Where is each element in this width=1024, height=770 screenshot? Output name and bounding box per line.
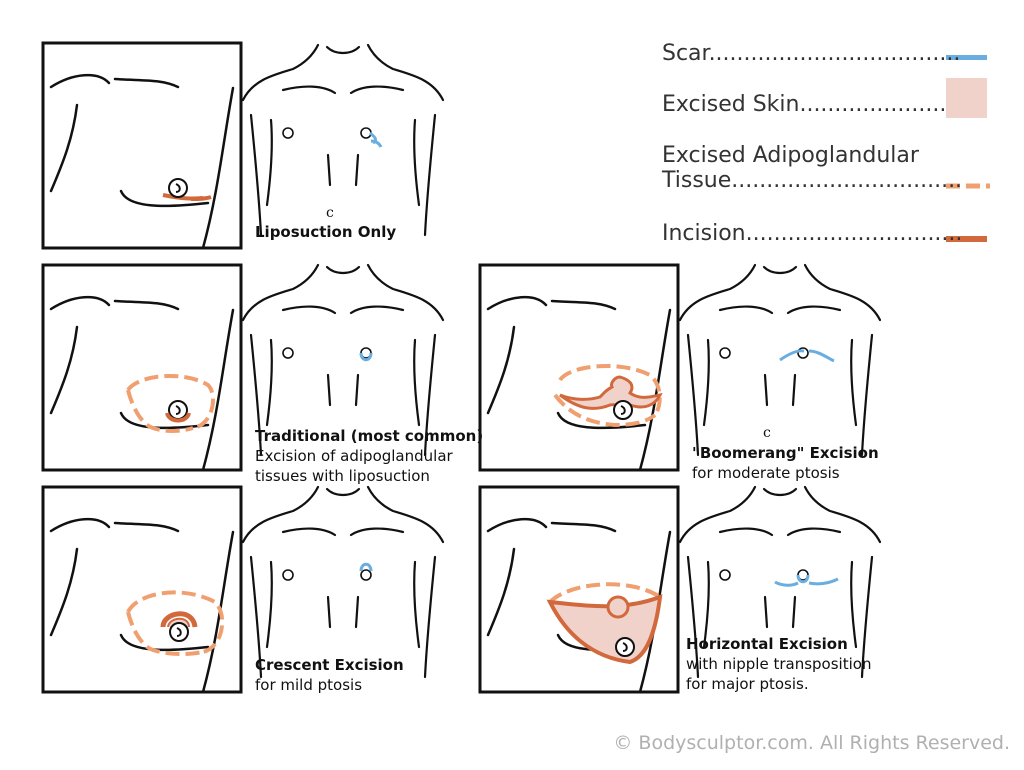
caption-boomerang-title: "Boomerang" Excision (692, 444, 879, 462)
liposuction-torso: c (241, 43, 445, 237)
caption-crescent-title: Crescent Excision (255, 656, 404, 674)
caption-traditional-desc1: Excision of adipoglandular (255, 447, 453, 465)
caption-crescent: Crescent Excision for mild ptosis (255, 655, 404, 695)
horizontal-torso (678, 485, 882, 679)
svg-text:c: c (763, 425, 771, 441)
caption-boomerang-desc1: for moderate ptosis (692, 464, 840, 482)
legend-incision-label: Incision............................... (662, 221, 963, 246)
boomerang-torso: c (678, 263, 882, 457)
caption-liposuction: Liposuction Only (255, 222, 396, 242)
caption-traditional-title: Traditional (most common) (255, 427, 484, 445)
caption-crescent-desc1: for mild ptosis (255, 676, 363, 694)
crescent-torso (241, 485, 445, 679)
crescent-closeup (41, 485, 243, 694)
legend-incision-swatch (946, 236, 987, 242)
legend-scar-label: Scar.................................... (662, 41, 961, 66)
traditional-closeup (41, 263, 243, 472)
caption-traditional-desc2: tissues with liposuction (255, 467, 430, 485)
caption-horizontal-desc1: with nipple transposition (686, 655, 872, 673)
legend-tissue-label-2: Tissue................................. (662, 168, 963, 193)
liposuction-closeup (41, 41, 243, 250)
horizontal-closeup (478, 485, 680, 694)
copyright-notice: © Bodysculptor.com. All Rights Reserved. (613, 732, 1010, 754)
caption-horizontal: Horizontal Excision with nipple transpos… (686, 634, 871, 694)
legend-skin-label: Excised Skin..................... (662, 92, 947, 117)
caption-liposuction-title: Liposuction Only (255, 223, 397, 241)
legend-tissue-label-1: Excised Adipoglandular (662, 143, 919, 168)
caption-traditional: Traditional (most common) Excision of ad… (255, 426, 483, 486)
svg-text:c: c (326, 205, 334, 221)
caption-horizontal-desc2: for major ptosis. (686, 675, 809, 693)
caption-boomerang: "Boomerang" Excision for moderate ptosis (692, 443, 879, 483)
traditional-torso (241, 263, 445, 457)
boomerang-closeup (478, 263, 680, 472)
caption-horizontal-title: Horizontal Excision (686, 635, 848, 653)
legend-scar-swatch (946, 55, 987, 60)
legend-skin-swatch (946, 78, 987, 118)
